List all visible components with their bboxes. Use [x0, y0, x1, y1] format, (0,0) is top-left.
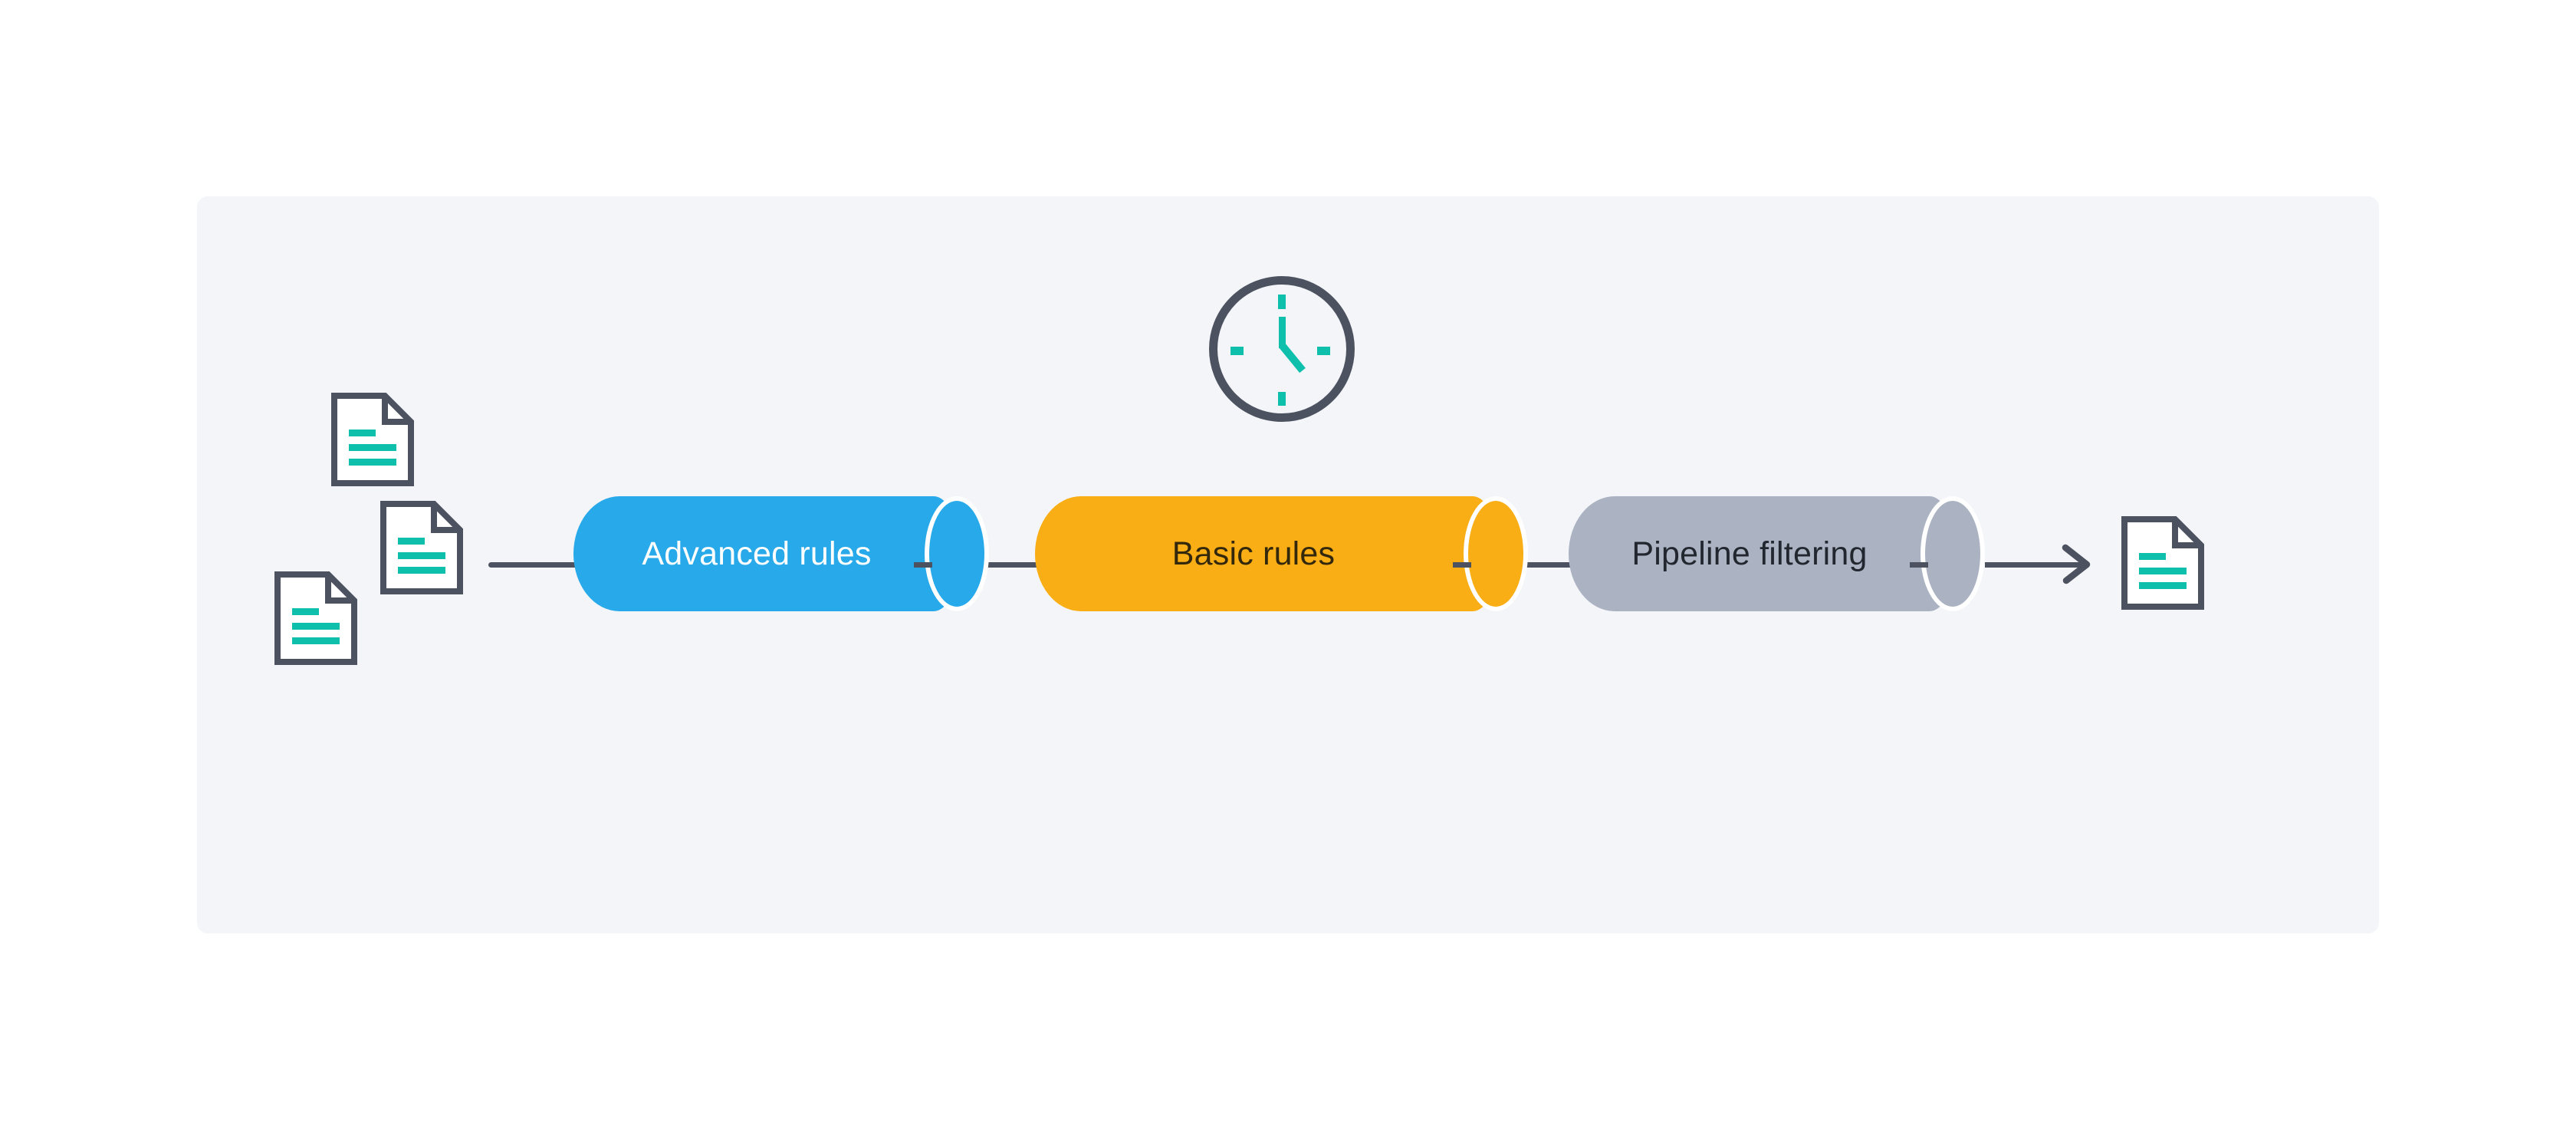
input-document-icon-2 [380, 501, 463, 594]
connector-pipeline-to-output-arrow-shaft [1985, 562, 2083, 568]
stage-label: Basic rules [1171, 535, 1336, 572]
clock-hour-hand [1279, 342, 1306, 374]
clock-tick-6 [1278, 392, 1286, 406]
cylinder-end-cap [925, 496, 989, 611]
input-document-icon-1 [331, 393, 414, 486]
input-document-icon-3 [274, 571, 357, 665]
clock-tick-3 [1317, 347, 1330, 355]
connector-advanced-to-basic [987, 562, 1037, 568]
connector-basic-to-pipeline [1526, 562, 1570, 568]
clock-tick-9 [1230, 347, 1244, 355]
cylinder-body [1569, 496, 1956, 611]
cylinder-body [573, 496, 960, 611]
connector-input-to-advanced [488, 562, 577, 568]
cylinder-end-cap [1464, 496, 1528, 611]
output-document-icon [2121, 516, 2204, 610]
connector-gap-dash [1453, 562, 1471, 568]
cylinder-body [1035, 496, 1499, 611]
clock-tick-12 [1278, 295, 1286, 309]
clock-icon [1209, 276, 1355, 422]
connector-gap-dash [914, 562, 932, 568]
cylinder-end-cap [1921, 496, 1985, 611]
stage-label: Pipeline filtering [1631, 535, 1868, 572]
connector-gap-dash [1910, 562, 1928, 568]
clock-minute-hand [1279, 317, 1286, 348]
stage-label: Advanced rules [642, 535, 872, 572]
clock-hands-and-ticks [1230, 295, 1330, 406]
arrow-right-icon [2062, 544, 2091, 584]
